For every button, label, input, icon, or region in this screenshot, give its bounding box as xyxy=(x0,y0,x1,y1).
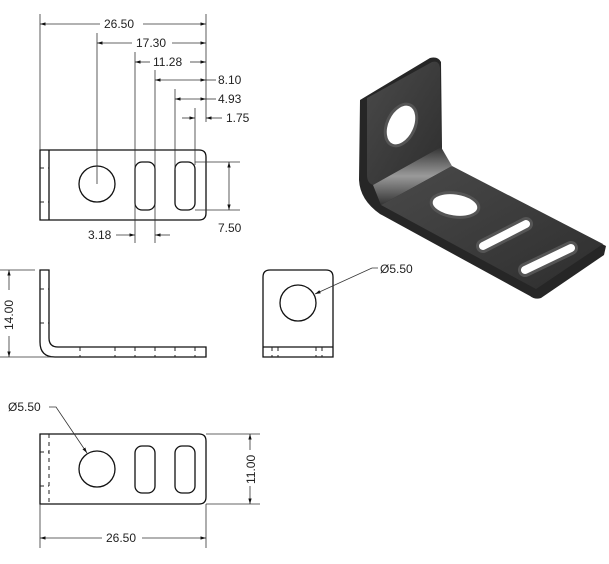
dim-slot1-right: 8.10 xyxy=(218,73,242,87)
side-view-outline xyxy=(39,269,207,358)
hole xyxy=(78,450,116,488)
dim-slot-width: 3.18 xyxy=(88,228,112,242)
dim-slot-height: 7.50 xyxy=(218,221,242,235)
dim-slot2-left: 4.93 xyxy=(218,92,242,106)
iso-hole-vertical xyxy=(383,102,419,148)
top-view-outline xyxy=(39,149,207,221)
dim-hole-diameter: Ø5.50 xyxy=(8,400,41,414)
hole xyxy=(279,284,317,322)
dim-overall-length: 26.50 xyxy=(104,17,134,31)
bottom-view: Ø5.50 11.00 26.50 xyxy=(8,400,260,548)
isometric-view xyxy=(359,57,606,299)
slot-2 xyxy=(174,161,196,211)
iso-slot-1 xyxy=(479,220,530,250)
slot-1 xyxy=(134,161,156,211)
dim-slot1-left: 11.28 xyxy=(153,55,182,69)
bottom-view-outline xyxy=(39,433,207,505)
dim-height: 14.00 xyxy=(2,300,16,330)
front-view: Ø5.50 xyxy=(262,262,413,358)
front-view-outline xyxy=(262,269,334,358)
dim-overall-length: 26.50 xyxy=(106,531,136,545)
iso-hole-horizontal xyxy=(429,191,481,219)
dim-hole-center: 17.30 xyxy=(136,36,166,50)
side-view: 14.00 xyxy=(0,269,207,358)
dim-width: 11.00 xyxy=(244,455,258,484)
dim-slot2-right: 1.75 xyxy=(226,111,250,125)
bend xyxy=(373,147,452,205)
dim-hole-diameter: Ø5.50 xyxy=(380,262,413,276)
top-view: 26.50 17.30 11.28 8.10 4.93 1.75 7.50 3.… xyxy=(39,14,250,243)
slot-2 xyxy=(174,445,196,494)
iso-slot-2 xyxy=(521,244,575,274)
slot-1 xyxy=(134,445,156,494)
